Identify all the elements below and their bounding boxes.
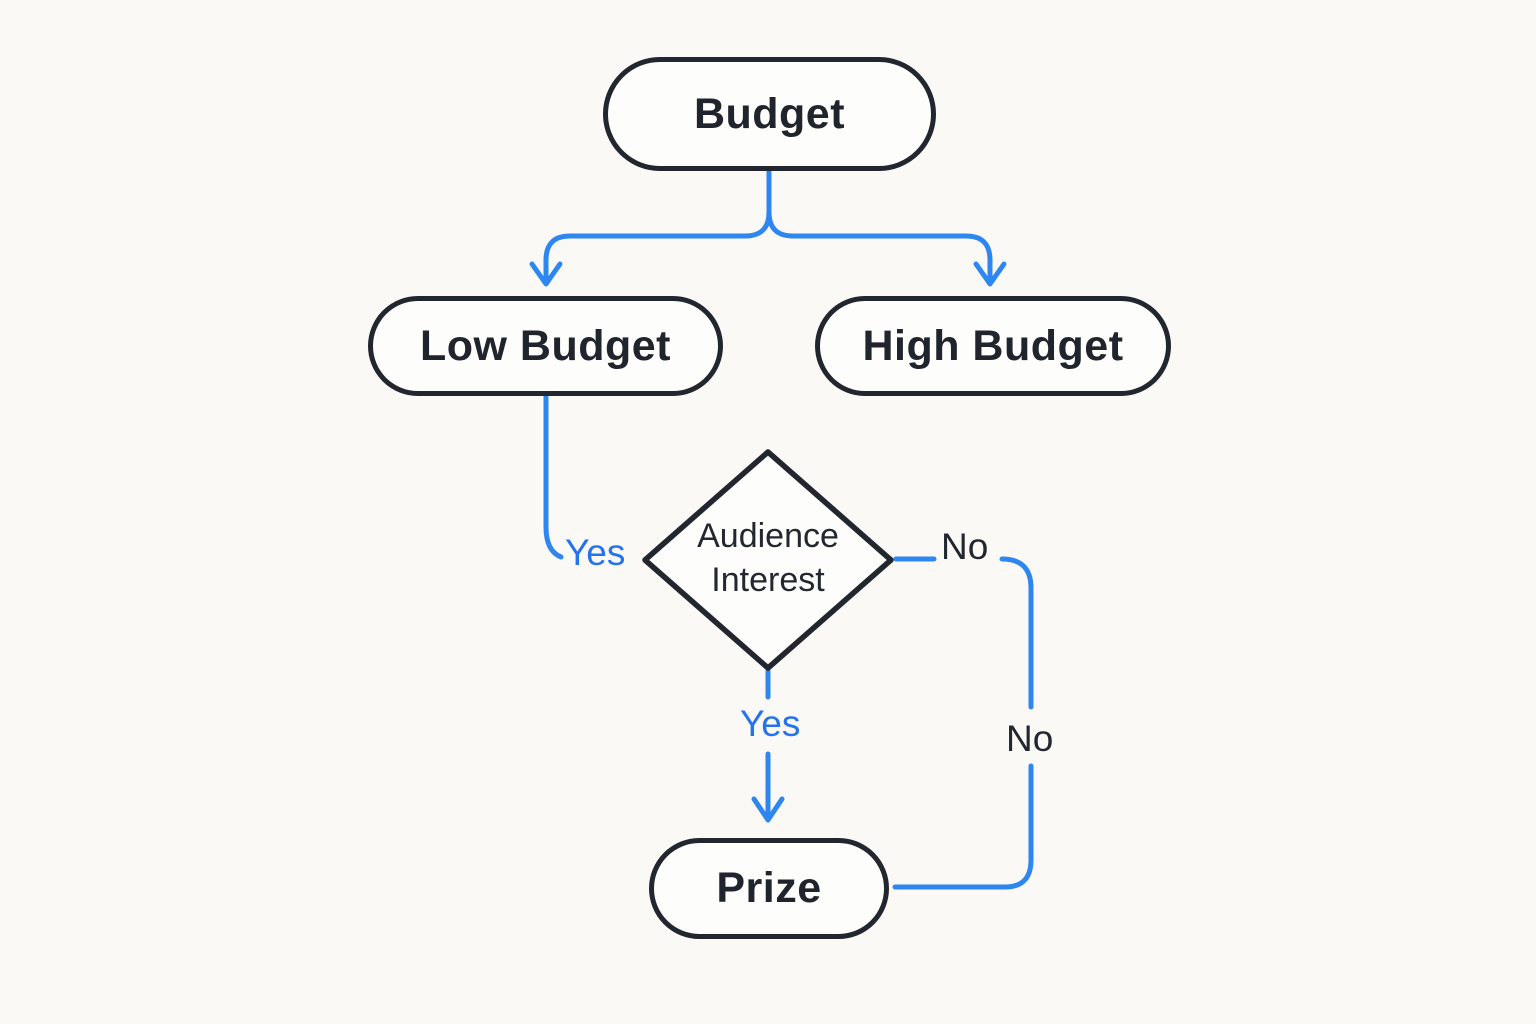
node-low-budget: Low Budget bbox=[368, 296, 723, 396]
node-budget-label: Budget bbox=[693, 89, 846, 138]
decision-label-line2: Interest bbox=[711, 561, 825, 599]
node-low-budget-label: Low Budget bbox=[419, 321, 671, 370]
node-audience-interest-shape bbox=[642, 449, 894, 671]
node-high-budget-label: High Budget bbox=[862, 321, 1124, 370]
node-audience-interest-label: Audience Interest bbox=[648, 514, 888, 602]
edge-label-yes-bottom: Yes bbox=[740, 703, 801, 744]
edge-budget-to-low-budget bbox=[543, 169, 772, 284]
decision-label-line1: Audience bbox=[697, 517, 839, 555]
edge-budget-to-high-budget bbox=[766, 169, 993, 284]
edge-label-yes-left: Yes bbox=[565, 532, 626, 573]
edge-decision-no-segment3 bbox=[892, 763, 1034, 890]
arrowhead-prize bbox=[751, 796, 785, 823]
node-high-budget: High Budget bbox=[815, 296, 1171, 396]
arrowhead-high-budget bbox=[973, 261, 1007, 287]
edge-decision-no-segment2 bbox=[999, 556, 1034, 710]
node-prize-label: Prize bbox=[716, 864, 822, 912]
edge-label-no-vertical: No bbox=[1006, 718, 1054, 759]
edge-label-no-right: No bbox=[941, 526, 989, 567]
arrowhead-low-budget bbox=[529, 261, 563, 287]
edge-low-budget-to-decision bbox=[543, 394, 564, 560]
node-budget: Budget bbox=[603, 57, 936, 171]
node-prize: Prize bbox=[649, 838, 889, 939]
